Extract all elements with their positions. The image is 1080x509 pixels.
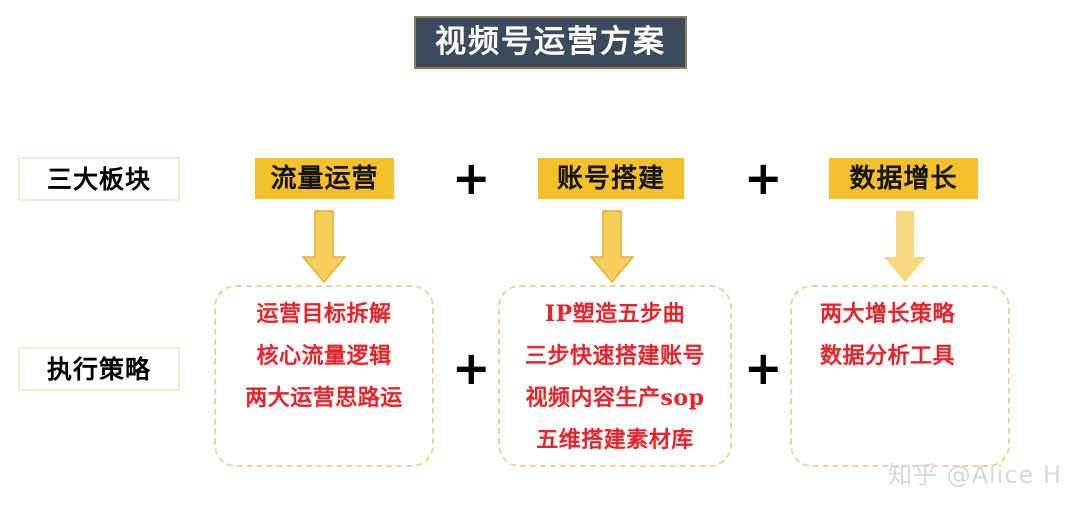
plus-operator-top-2: + xyxy=(744,151,783,205)
strategy-item: 视频内容生产sop xyxy=(525,385,705,411)
strategy-box-traffic: 运营目标拆解 核心流量逻辑 两大运营思路运 xyxy=(214,285,434,467)
row-label-strategy: 执行策略 xyxy=(18,347,180,391)
watermark: 知乎 @Alice H xyxy=(887,461,1062,489)
strategy-item: 五维搭建素材库 xyxy=(536,427,694,453)
arrow-down-icon xyxy=(884,211,926,282)
strategy-item: 三步快速搭建账号 xyxy=(524,343,705,369)
row-label-sections-text: 三大板块 xyxy=(46,164,151,194)
arrow-down-icon xyxy=(301,210,347,284)
strategy-box-growth: 两大增长策略 数据分析工具 xyxy=(790,285,1010,467)
row-label-sections: 三大板块 xyxy=(18,157,180,201)
pillar-label: 账号搭建 xyxy=(556,163,665,194)
pillar-label: 流量运营 xyxy=(270,163,379,194)
strategy-item: 两大增长策略 xyxy=(820,301,956,327)
plus-operator-top-1: + xyxy=(452,151,491,205)
strategy-item: 核心流量逻辑 xyxy=(256,343,392,369)
page-title-text: 视频号运营方案 xyxy=(435,24,666,60)
strategy-item: 两大运营思路运 xyxy=(245,385,403,411)
pillar-box-growth: 数据增长 xyxy=(829,158,978,199)
plus-operator-bottom-2: + xyxy=(744,341,783,395)
strategy-item: IP塑造五步曲 xyxy=(544,301,686,327)
strategy-item: 数据分析工具 xyxy=(820,343,956,369)
pillar-box-traffic: 流量运营 xyxy=(255,158,394,199)
pillar-box-account: 账号搭建 xyxy=(538,158,684,199)
plus-operator-bottom-1: + xyxy=(452,341,491,395)
strategy-box-account: IP塑造五步曲 三步快速搭建账号 视频内容生产sop 五维搭建素材库 xyxy=(498,285,732,467)
arrow-down-icon xyxy=(589,210,635,284)
strategy-item: 运营目标拆解 xyxy=(256,301,392,327)
pillar-label: 数据增长 xyxy=(849,163,958,194)
row-label-strategy-text: 执行策略 xyxy=(46,354,151,384)
page-title: 视频号运营方案 xyxy=(414,16,687,69)
